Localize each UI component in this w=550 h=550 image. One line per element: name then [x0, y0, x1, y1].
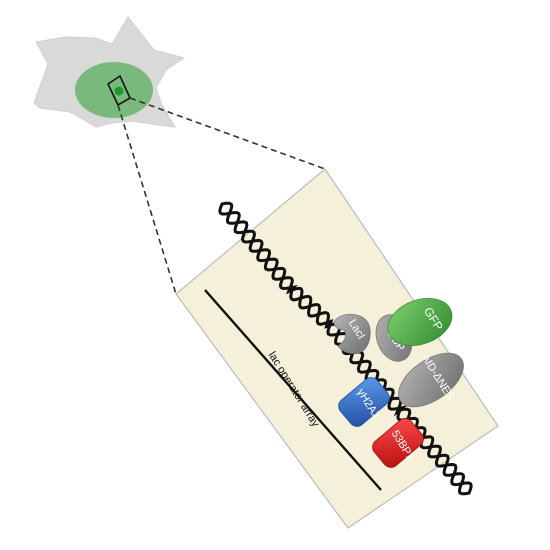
gfp-focus — [114, 86, 124, 96]
lac-operator-array-bar — [204, 289, 382, 491]
zoom-line-bottom — [117, 104, 177, 295]
nucleus — [75, 62, 153, 118]
laci-protein — [333, 313, 371, 354]
gfp-protein — [387, 298, 453, 346]
53bp1-protein — [372, 418, 424, 468]
aid-protein — [398, 352, 464, 408]
zoom-line-top — [129, 97, 326, 170]
h2ax-protein — [338, 377, 390, 427]
